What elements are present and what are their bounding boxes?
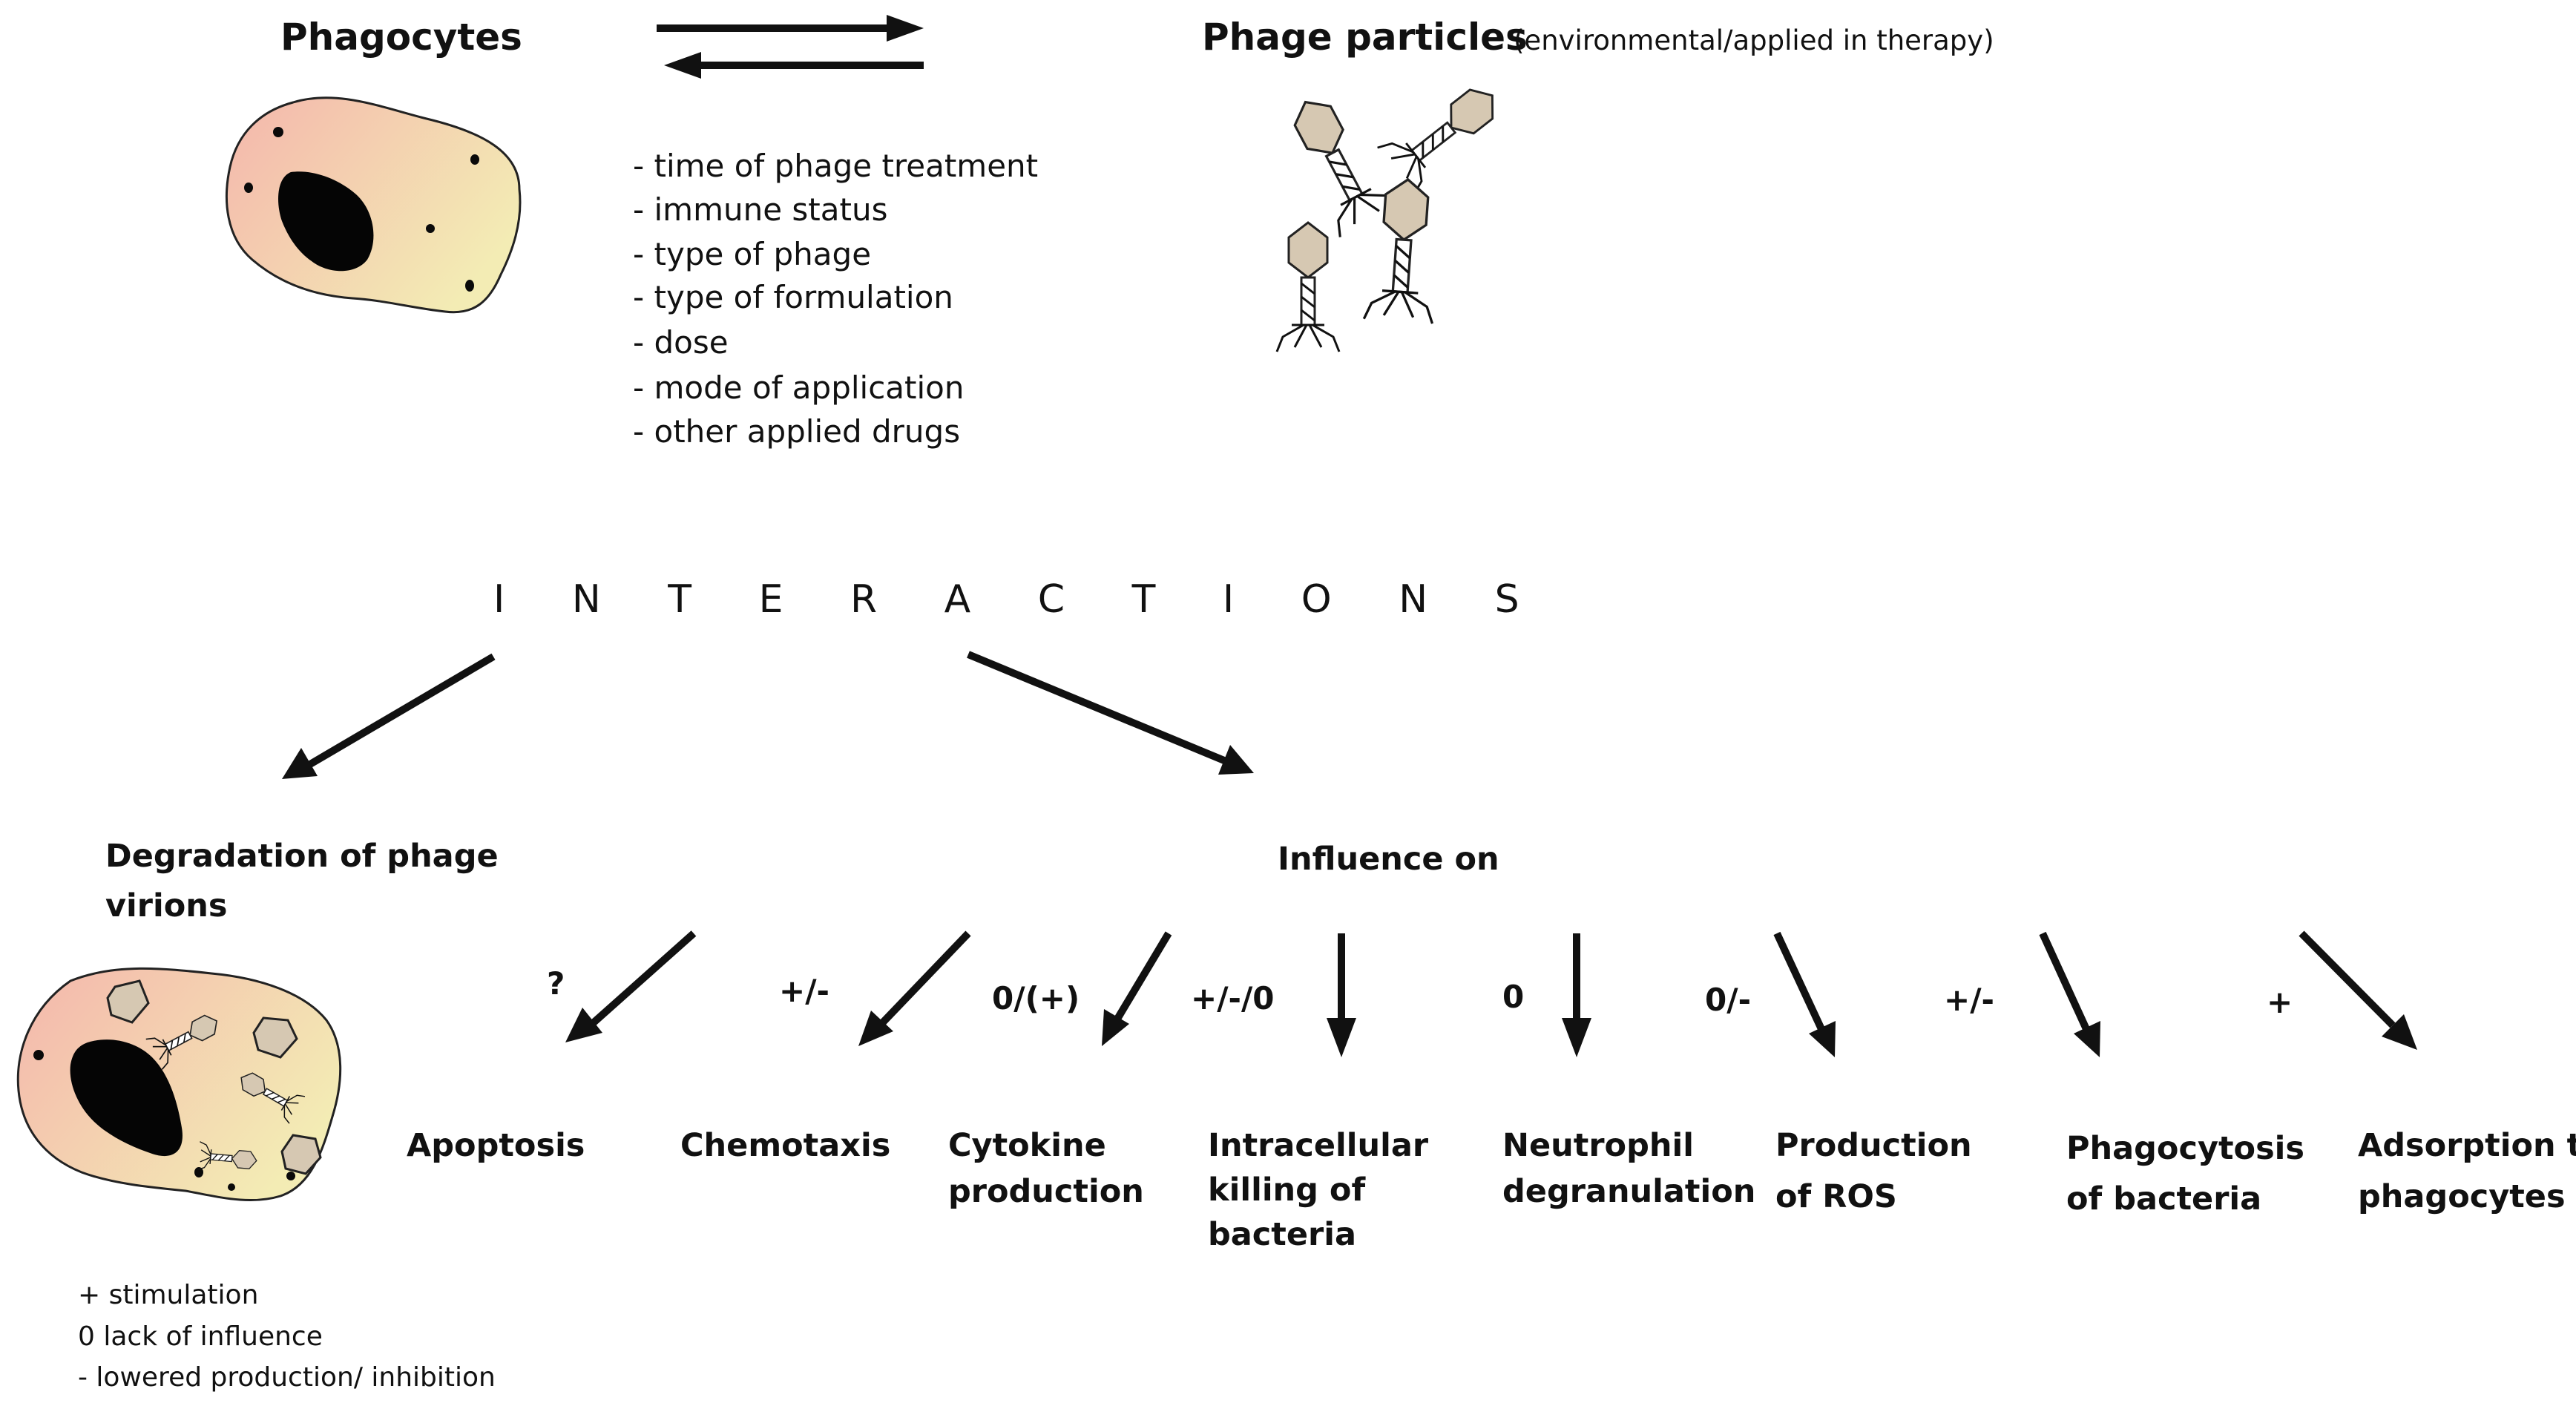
effect-label-phagocytosis-line2: of bacteria (2066, 1180, 2261, 1218)
effect-labels: Apoptosis Chemotaxis Cytokine production… (407, 1127, 2576, 1253)
effect-sign-chemotaxis: +/- (779, 973, 829, 1009)
phagocytes-title: Phagocytes (280, 16, 522, 59)
effect-label-adsorption: Adsorption to (2358, 1127, 2576, 1164)
phage-particles-title: Phage particles (1202, 16, 1528, 59)
phage-particle-icon (1275, 70, 1512, 353)
effect-label-degranulation: Neutrophil (1502, 1127, 1694, 1164)
effect-label-killing-line2: killing of (1208, 1172, 1366, 1209)
effect-sign-cytokine: 0/(+) (992, 980, 1080, 1016)
factor-list: - time of phage treatment - immune statu… (633, 148, 1038, 450)
effect-sign-ros: 0/- (1705, 982, 1751, 1018)
phagocyte-cell-icon (226, 96, 522, 314)
branch-arrows (282, 651, 1254, 779)
legend-item-stimulation: + stimulation (78, 1280, 258, 1310)
effect-signs: ? +/- 0/(+) +/-/0 0 0/- +/- + (547, 965, 2293, 1020)
effect-label-killing-line3: bacteria (1208, 1216, 1356, 1253)
factor-item: - time of phage treatment (633, 148, 1038, 184)
legend-item-inhibition: - lowered production/ inhibition (78, 1362, 496, 1393)
interactions-label: I N T E R A C T I O N S (493, 577, 1547, 622)
effect-label-ros: Production (1775, 1127, 1972, 1164)
degradation-heading: Degradation of phage (105, 838, 499, 875)
effect-label-chemotaxis: Chemotaxis (680, 1127, 890, 1164)
factor-item: - dose (633, 324, 729, 361)
equilibrium-arrows (657, 15, 924, 79)
factor-item: - mode of application (633, 369, 964, 406)
legend-item-no-influence: 0 lack of influence (78, 1321, 323, 1352)
effect-label-ros-line2: of ROS (1775, 1178, 1897, 1215)
effect-label-degranulation-line2: degranulation (1502, 1173, 1755, 1210)
phagocyte-with-phages-icon (16, 967, 342, 1202)
factor-item: - other applied drugs (633, 413, 960, 450)
legend: + stimulation 0 lack of influence - lowe… (78, 1280, 496, 1393)
effect-label-adsorption-line2: phagocytes (2358, 1178, 2566, 1215)
effect-label-apoptosis: Apoptosis (407, 1127, 585, 1164)
effect-label-killing: Intracellular (1208, 1127, 1429, 1164)
effect-sign-adsorption: + (2267, 984, 2293, 1020)
factor-item: - type of formulation (633, 279, 953, 315)
factor-item: - type of phage (633, 236, 871, 272)
effect-label-phagocytosis: Phagocytosis (2066, 1130, 2304, 1167)
phage-particles-subtitle: (environmental/applied in therapy) (1514, 24, 1994, 56)
effect-sign-phagocytosis: +/- (1944, 982, 1994, 1018)
factor-item: - immune status (633, 191, 888, 228)
effect-sign-killing: +/-/0 (1191, 980, 1275, 1016)
effect-sign-degranulation: 0 (1502, 979, 1524, 1015)
effect-arrows (565, 930, 2417, 1057)
effect-sign-apoptosis: ? (547, 965, 565, 1002)
influence-heading: Influence on (1278, 841, 1499, 878)
effect-label-cytokine: Cytokine (948, 1127, 1106, 1164)
degradation-heading-line2: virions (105, 887, 227, 924)
effect-label-cytokine-line2: production (948, 1173, 1144, 1210)
